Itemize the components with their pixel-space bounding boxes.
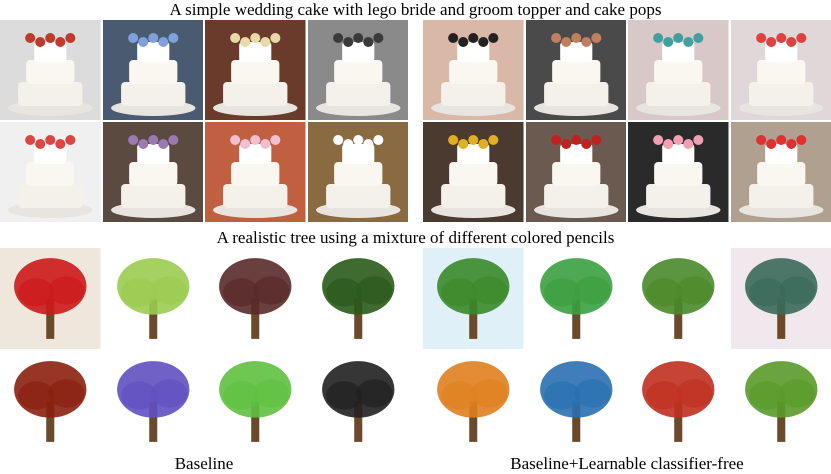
cake-ours-image-6 bbox=[525, 122, 626, 222]
cake-baseline-image-2 bbox=[102, 20, 203, 120]
cake-prompt-caption: A simple wedding cake with lego bride an… bbox=[169, 0, 662, 19]
tree-ours-image-7 bbox=[628, 351, 729, 452]
cake-baseline-image-1 bbox=[0, 20, 101, 120]
tree-baseline-image-8 bbox=[307, 351, 408, 452]
cake-baseline-image-8 bbox=[307, 122, 408, 222]
tree-ours-image-6 bbox=[525, 351, 626, 452]
cake-baseline-image-5 bbox=[0, 122, 101, 222]
tree-baseline-grid bbox=[0, 248, 408, 452]
tree-baseline-image-7 bbox=[205, 351, 306, 452]
cake-baseline-image-3 bbox=[205, 20, 306, 120]
cake-baseline-grid bbox=[0, 20, 408, 222]
cake-ours-image-1 bbox=[423, 20, 524, 120]
tree-baseline-image-4 bbox=[307, 248, 408, 349]
tree-baseline-image-2 bbox=[102, 248, 203, 349]
cake-baseline-image-4 bbox=[307, 20, 408, 120]
learnable-cfg-label: Baseline+Learnable classifier-free bbox=[510, 454, 744, 473]
baseline-label: Baseline bbox=[174, 454, 234, 473]
cake-baseline-image-6 bbox=[102, 122, 203, 222]
cake-baseline-image-7 bbox=[205, 122, 306, 222]
tree-ours-image-1 bbox=[423, 248, 524, 349]
tree-ours-image-8 bbox=[730, 351, 831, 452]
tree-baseline-image-5 bbox=[0, 351, 101, 452]
tree-ours-image-5 bbox=[423, 351, 524, 452]
tree-ours-image-2 bbox=[525, 248, 626, 349]
tree-baseline-image-3 bbox=[205, 248, 306, 349]
tree-ours-grid bbox=[423, 248, 831, 452]
tree-baseline-image-1 bbox=[0, 248, 101, 349]
cake-ours-image-3 bbox=[628, 20, 729, 120]
tree-ours-image-4 bbox=[730, 248, 831, 349]
cake-ours-image-5 bbox=[423, 122, 524, 222]
tree-ours-image-3 bbox=[628, 248, 729, 349]
cake-ours-image-8 bbox=[730, 122, 831, 222]
tree-baseline-image-6 bbox=[102, 351, 203, 452]
tree-prompt-caption: A realistic tree using a mixture of diff… bbox=[216, 228, 615, 247]
cake-ours-image-7 bbox=[628, 122, 729, 222]
cake-ours-image-4 bbox=[730, 20, 831, 120]
cake-ours-grid bbox=[423, 20, 831, 222]
cake-ours-image-2 bbox=[525, 20, 626, 120]
